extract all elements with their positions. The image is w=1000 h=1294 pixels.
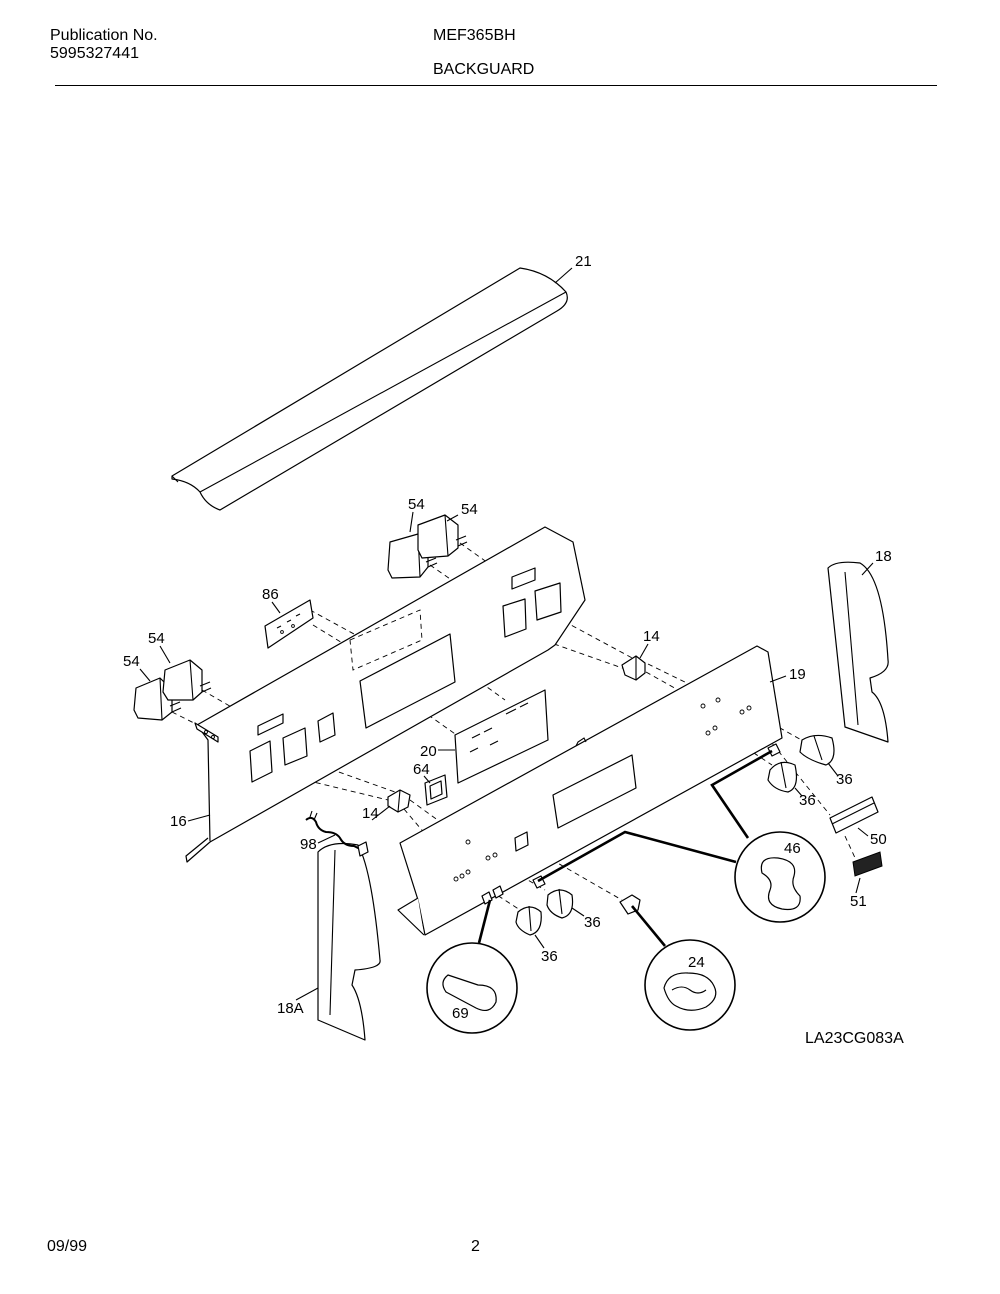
callout-36: 36 — [584, 914, 601, 931]
callout-14: 14 — [362, 805, 379, 822]
callout-36: 36 — [836, 771, 853, 788]
model-number: MEF365BH — [433, 27, 516, 44]
callout-69: 69 — [452, 1005, 469, 1022]
part-14-upper-switch — [621, 655, 646, 681]
callout-98: 98 — [300, 836, 317, 853]
part-20-control-board — [454, 689, 549, 784]
callout-54: 54 — [123, 653, 140, 670]
part-50-bracket — [829, 796, 879, 834]
callout-24: 24 — [688, 954, 705, 971]
part-36-knob-1 — [799, 734, 835, 766]
callout-54: 54 — [148, 630, 165, 647]
part-21-top-trim — [171, 267, 568, 511]
part-51-insert — [852, 851, 883, 877]
callout-21: 21 — [575, 253, 592, 270]
part-54-switch-d — [162, 659, 212, 701]
callout-54: 54 — [461, 501, 478, 518]
part-64-window — [424, 774, 448, 806]
part-36-knob-2 — [767, 761, 798, 793]
callout-86: 86 — [262, 586, 279, 603]
part-18a-left-trim — [317, 842, 381, 1041]
part-98-wire-harness — [305, 810, 369, 857]
callout-50: 50 — [870, 831, 887, 848]
part-18-right-trim — [827, 561, 889, 743]
callout-51: 51 — [850, 893, 867, 910]
footer-date: 09/99 — [47, 1238, 88, 1255]
part-16-rear-panel — [185, 526, 586, 863]
detail-circle-24 — [630, 905, 736, 1031]
drawing-id: LA23CG083A — [805, 1030, 904, 1047]
callout-64: 64 — [413, 761, 430, 778]
detail-circle-46 — [734, 831, 826, 923]
section-title: BACKGUARD — [433, 61, 535, 78]
callout-36: 36 — [799, 792, 816, 809]
callout-14: 14 — [643, 628, 660, 645]
part-19-front-panel — [397, 645, 783, 936]
callout-18a: 18A — [277, 1000, 304, 1017]
callout-leaders — [139, 267, 874, 1001]
header-rule — [55, 85, 937, 86]
publication-number: 5995327441 — [50, 45, 139, 62]
part-54-switch-c — [133, 677, 182, 721]
callout-18: 18 — [875, 548, 892, 565]
page-number: 2 — [471, 1238, 480, 1255]
detail-circle-69 — [426, 899, 518, 1034]
callout-46: 46 — [784, 840, 801, 857]
part-86-plate — [264, 599, 314, 649]
callout-labels: 21 54 54 18 86 54 54 14 19 20 64 36 36 1… — [123, 253, 892, 1022]
part-54-switch-b — [417, 514, 468, 559]
callout-16: 16 — [170, 813, 187, 830]
callout-20: 20 — [420, 743, 437, 760]
part-36-knob-4 — [515, 905, 542, 936]
part-36-knob-3 — [546, 888, 574, 919]
callout-54: 54 — [408, 496, 425, 513]
callout-36: 36 — [541, 948, 558, 965]
part-14-lower-switch — [387, 789, 411, 813]
callout-19: 19 — [789, 666, 806, 683]
publication-label: Publication No. — [50, 27, 158, 44]
detail-46-leaders — [537, 749, 773, 883]
